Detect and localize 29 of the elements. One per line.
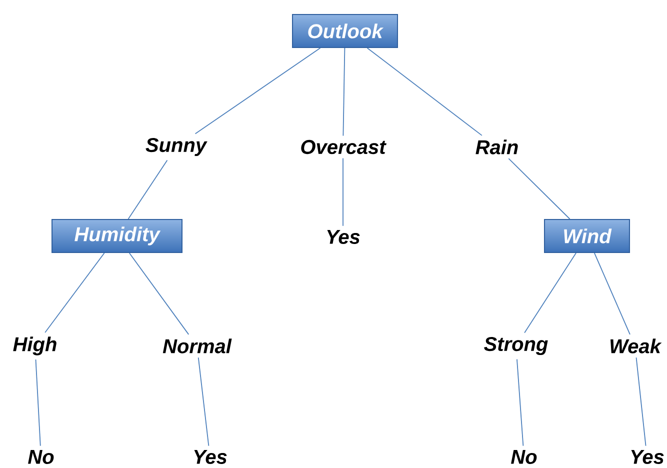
value-label: Sunny — [146, 138, 208, 156]
branch-line — [594, 252, 630, 335]
decision-box: Wind — [544, 219, 630, 253]
value-label: No — [28, 450, 54, 464]
branch-line — [44, 252, 105, 333]
branch-line — [636, 357, 646, 446]
value-label: Yes — [327, 230, 360, 244]
branch-line — [366, 48, 482, 136]
branch-line — [524, 252, 576, 334]
decision-box: Humidity — [52, 219, 182, 253]
value-label: High — [13, 336, 56, 356]
branch-line — [342, 158, 344, 226]
branch-line — [516, 358, 524, 446]
value-label: Overcast — [301, 140, 386, 154]
decision-box: Outlook — [292, 14, 398, 48]
value-label: Normal — [162, 338, 232, 354]
value-label: Strong — [484, 336, 548, 356]
branch-line — [35, 359, 41, 446]
value-label: Rain — [476, 140, 518, 154]
branch-line — [128, 160, 168, 220]
branch-line — [342, 48, 346, 136]
branch-line — [508, 158, 570, 220]
value-label: Weak — [610, 338, 662, 354]
branch-line — [194, 48, 321, 134]
branch-line — [198, 357, 210, 446]
value-label: Yes — [631, 450, 664, 464]
value-label: No — [511, 450, 537, 464]
branch-line — [128, 252, 190, 335]
value-label: Yes — [194, 450, 227, 464]
